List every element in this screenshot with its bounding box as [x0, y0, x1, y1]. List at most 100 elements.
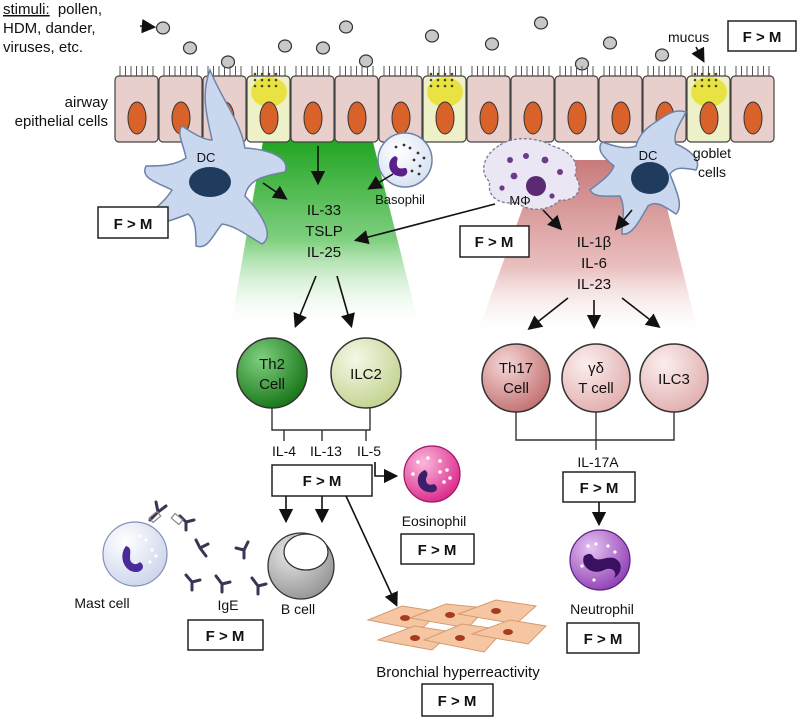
- arrow-dc-to-il33: [262, 182, 288, 200]
- ige-antibodies: [148, 500, 268, 596]
- stimuli-particles: [155, 16, 670, 71]
- th17-cell: Th17 Cell: [481, 343, 551, 413]
- bracket-th17-group: [515, 412, 675, 441]
- svg-text:Cell: Cell: [259, 376, 285, 393]
- arrow-il5-to-eosinophil: [374, 462, 399, 484]
- svg-text:F > M: F > M: [475, 234, 514, 251]
- arrow-dc-to-il1b: [614, 209, 633, 231]
- epithelial-cell: [554, 66, 599, 143]
- dendritic-cell-right: DC: [589, 110, 699, 235]
- th2-cell: Th2 Cell: [236, 337, 308, 409]
- goblet-label-1: goblet: [693, 145, 731, 161]
- cytokine-il13: IL-13: [310, 443, 342, 459]
- svg-text:F > M: F > M: [580, 480, 619, 497]
- smooth-muscle-cells: [366, 599, 548, 653]
- basophil: Basophil: [375, 132, 433, 207]
- svg-text:F > M: F > M: [743, 29, 782, 46]
- stimuli-line2: HDM, dander,: [3, 20, 96, 37]
- badge-bhr: F > M: [421, 683, 494, 717]
- badge-mast: F > M: [187, 619, 264, 651]
- macrophage: MΦ: [483, 138, 580, 210]
- badge-top-right: F > M: [727, 20, 797, 52]
- badge-eosinophil: F > M: [400, 533, 475, 565]
- cytokine-il6: IL-6: [581, 255, 607, 272]
- mast-cell: Mast cell: [74, 521, 168, 611]
- epithelial-cell: [510, 66, 555, 143]
- dc-left-label: DC: [197, 150, 216, 165]
- badge-il17a: F > M: [562, 471, 636, 503]
- cytokine-il4: IL-4: [272, 443, 296, 459]
- cytokine-il1b: IL-1β: [577, 234, 612, 251]
- b-cell: B cell: [267, 532, 335, 617]
- svg-text:F > M: F > M: [303, 473, 342, 490]
- arrow-to-th17: [527, 297, 569, 330]
- epithelial-cell: [730, 66, 775, 143]
- epithelial-cell: [378, 66, 423, 143]
- epithelial-cell: [158, 66, 203, 143]
- svg-text:F > M: F > M: [114, 216, 153, 233]
- arrow-mf-to-il1b: [542, 209, 563, 231]
- gamma-delta-t-cell: γδ T cell: [561, 343, 631, 413]
- bracket-th2-ilc2: [271, 408, 371, 431]
- stimuli-label: stimuli: pollen,: [3, 1, 102, 18]
- bhr-label: Bronchial hyperreactivity: [376, 664, 540, 681]
- svg-text:B cell: B cell: [281, 601, 315, 617]
- mucus-arrow: [691, 46, 705, 63]
- cytokine-il23: IL-23: [577, 276, 611, 293]
- goblet-cell: [246, 66, 291, 143]
- neutrophil: Neutrophil: [569, 529, 634, 617]
- svg-text:Mast cell: Mast cell: [74, 595, 129, 611]
- arrow-to-ilc2: [336, 275, 355, 329]
- badge-th2-output: F > M: [271, 464, 373, 497]
- mucus-label: mucus: [668, 29, 709, 45]
- arrow-to-th2: [293, 275, 317, 328]
- ige-label: IgE: [217, 597, 238, 613]
- epithelial-cell: [334, 66, 379, 143]
- basophil-label: Basophil: [375, 192, 425, 207]
- svg-text:ILC2: ILC2: [350, 366, 382, 383]
- epithelial-cell: [290, 66, 335, 143]
- eosinophil: Eosinophil: [402, 445, 467, 529]
- ilc2-cell: ILC2: [330, 337, 402, 409]
- svg-text:F > M: F > M: [418, 542, 457, 559]
- arrow-mf-to-il33: [353, 203, 496, 245]
- dendritic-cell-left: DC: [140, 67, 287, 248]
- goblet-label-2: cells: [698, 164, 726, 180]
- svg-text:T cell: T cell: [578, 380, 614, 397]
- epithelial-cell: [598, 66, 643, 143]
- badge-macrophage: F > M: [459, 225, 530, 258]
- arrow-to-bhr: [345, 495, 398, 607]
- arrow-to-ilc3: [621, 297, 661, 328]
- svg-text:ILC3: ILC3: [658, 371, 690, 388]
- svg-text:Cell: Cell: [503, 380, 529, 397]
- cytokine-il33: IL-33: [307, 202, 341, 219]
- stimuli-arrow: [139, 18, 157, 34]
- goblet-cell: [422, 66, 467, 143]
- dc-right-label: DC: [639, 148, 658, 163]
- macrophage-label: MΦ: [509, 193, 530, 208]
- svg-text:Eosinophil: Eosinophil: [402, 513, 467, 529]
- cytokine-il17a: IL-17A: [577, 454, 619, 470]
- stimuli-line3: viruses, etc.: [3, 39, 83, 56]
- svg-text:Th2: Th2: [259, 356, 285, 373]
- ilc3-cell: ILC3: [639, 343, 709, 413]
- goblet-cell: [686, 66, 731, 143]
- svg-text:F > M: F > M: [206, 628, 245, 645]
- epithelium-label-2: epithelial cells: [15, 113, 108, 130]
- svg-text:Neutrophil: Neutrophil: [570, 601, 634, 617]
- svg-text:F > M: F > M: [438, 693, 477, 710]
- epithelial-cell: [114, 66, 159, 143]
- badge-dc-left: F > M: [97, 206, 169, 239]
- cytokine-il5: IL-5: [357, 443, 381, 459]
- ige-receptors: [148, 510, 184, 526]
- svg-text:Th17: Th17: [499, 360, 533, 377]
- svg-text:F > M: F > M: [584, 631, 623, 648]
- svg-text:γδ: γδ: [588, 360, 604, 377]
- arrow-baso-to-il33: [367, 173, 394, 190]
- cytokine-tslp: TSLP: [305, 223, 343, 240]
- epithelial-cell: [466, 66, 511, 143]
- cytokine-il25: IL-25: [307, 244, 341, 261]
- epithelium-label-1: airway: [65, 94, 109, 111]
